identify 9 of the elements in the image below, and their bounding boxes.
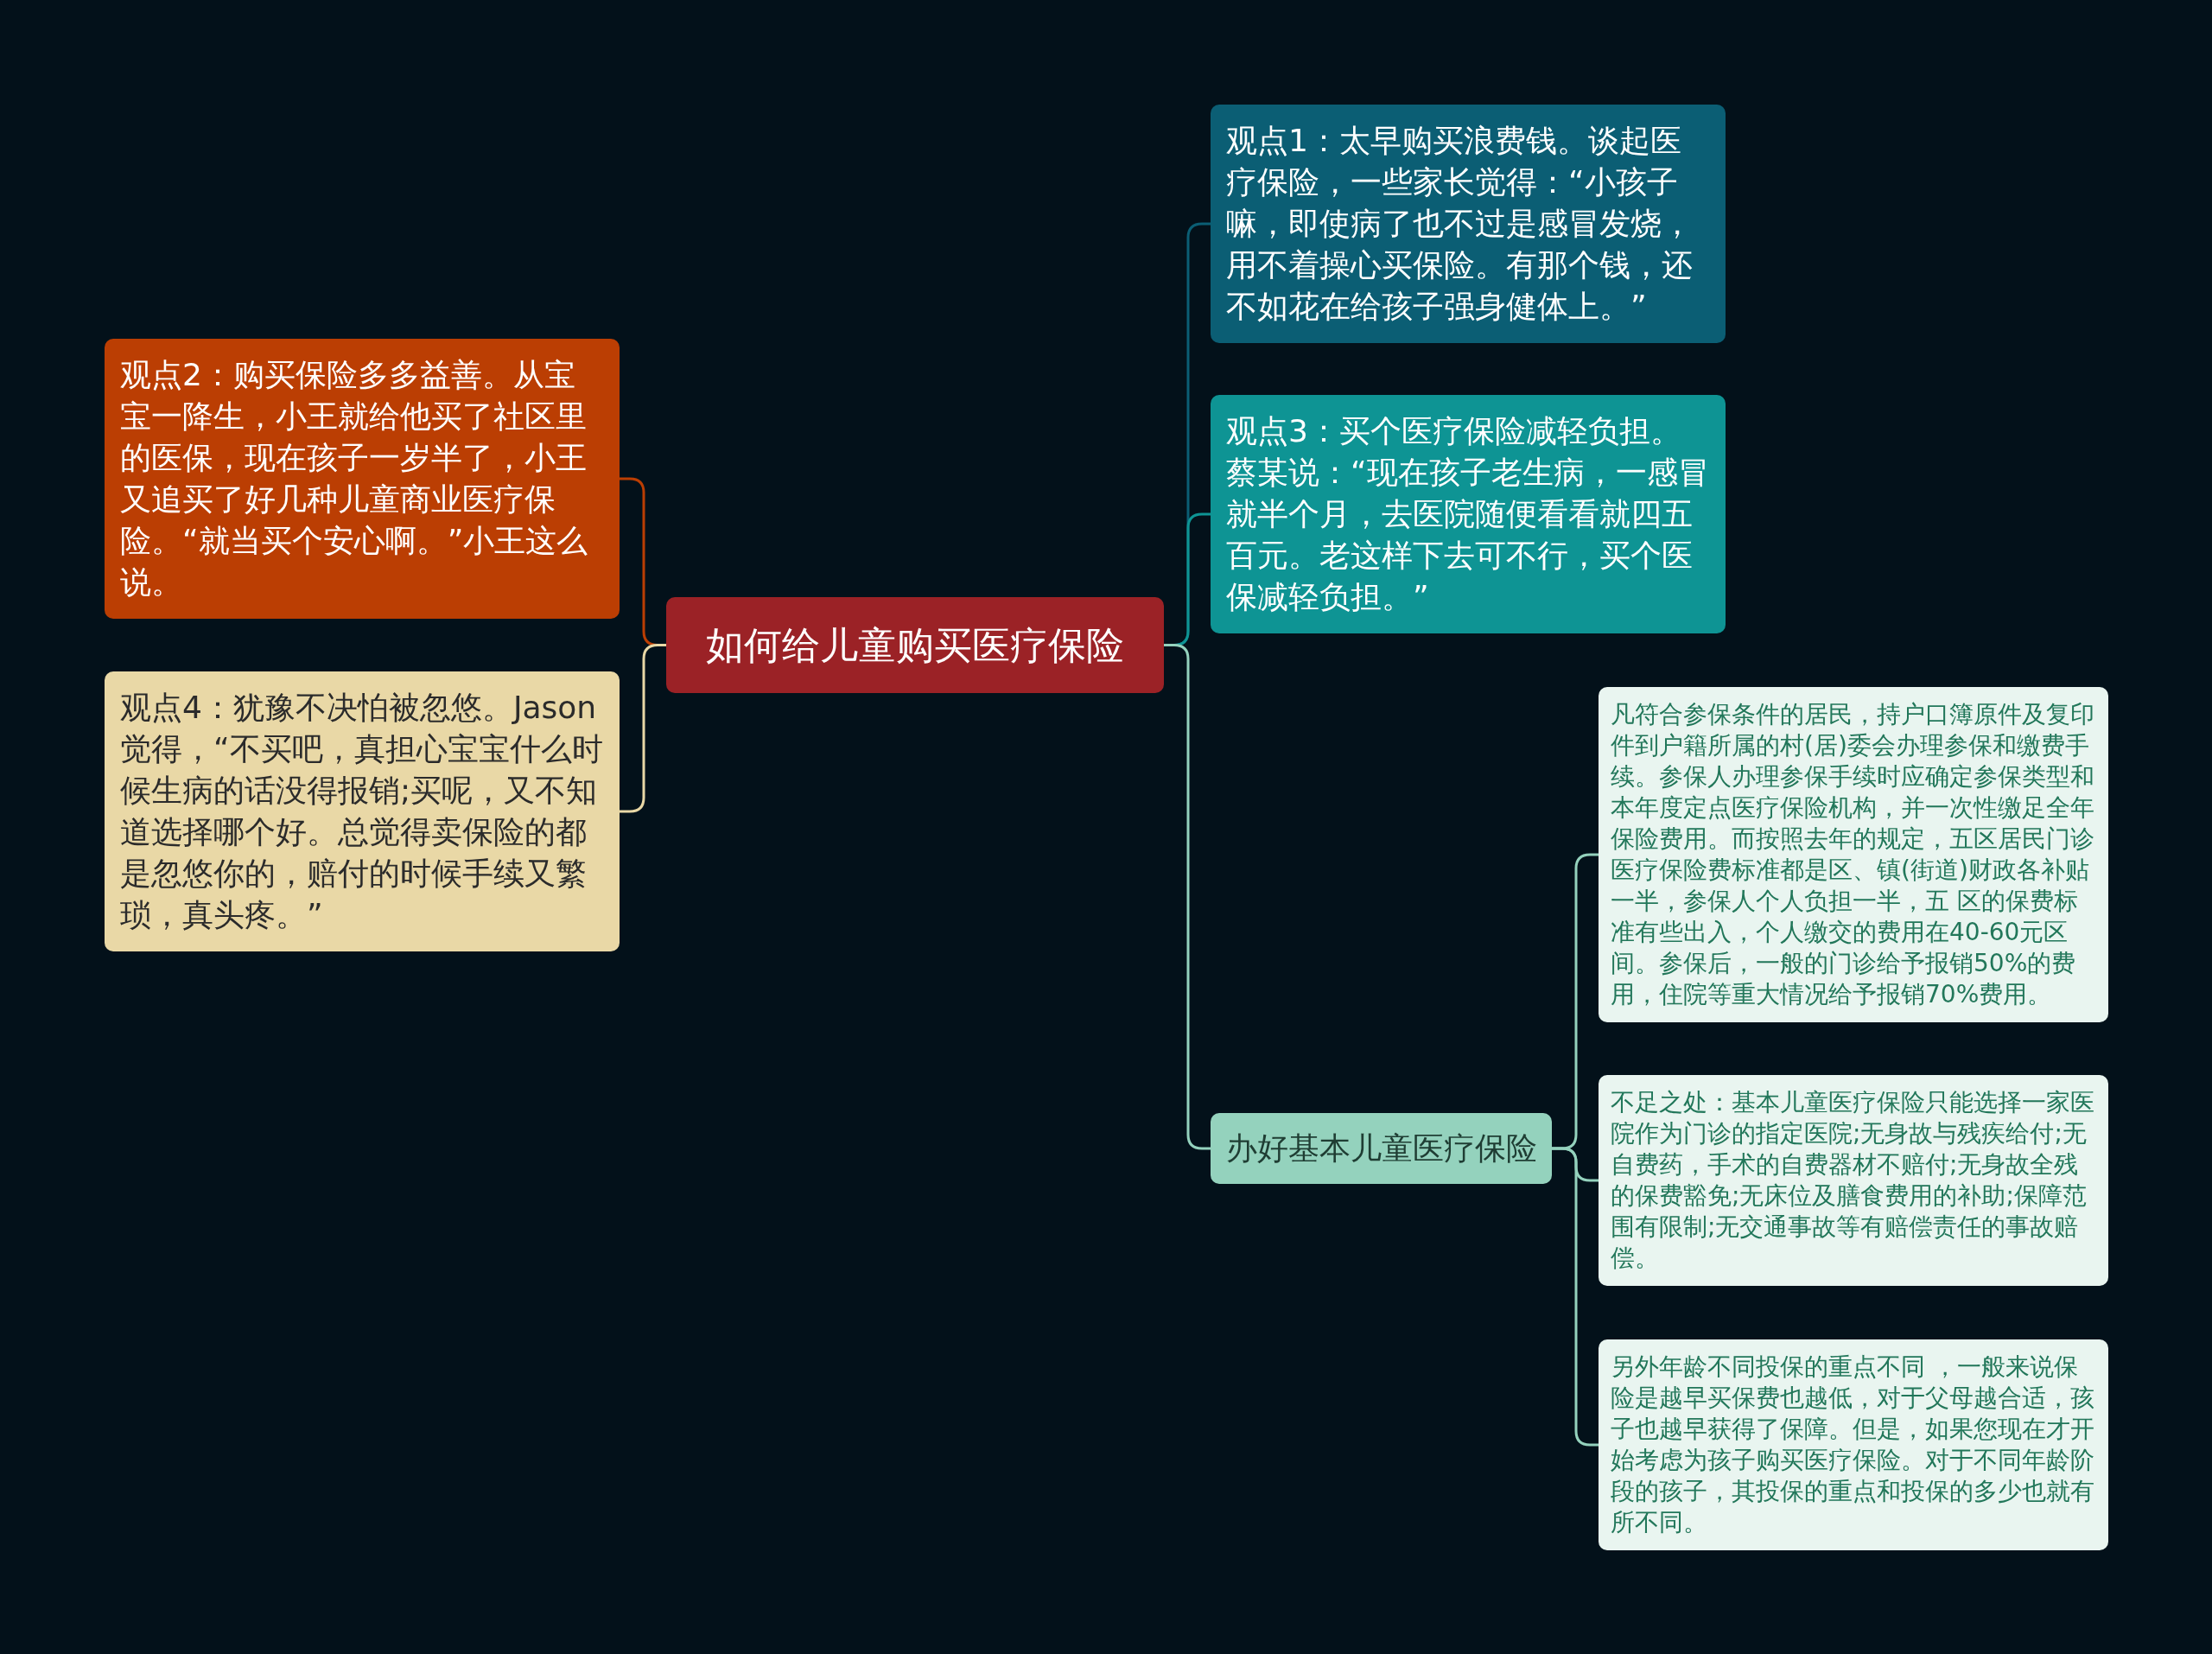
topic-box: 观点2：购买保险多多益善。从宝宝一降生，小王就给他买了社区里的医保，现在孩子一岁半了，小王又追买了好几种儿童商业医疗保险。“就当买个安心啊。”小王这么说。 <box>105 339 620 619</box>
topic-box: 观点3：买个医疗保险减轻负担。蔡某说：“现在孩子老生病，一感冒就半个月，去医院随便看看就四五百元。老这样下去可不行，买个医保减轻负担。” <box>1211 395 1726 633</box>
note-box: 另外年龄不同投保的重点不同 ，一般来说保险是越早买保费也越低，对于父母越合适，孩子也越早获得了保障。但是，如果您现在才开始考虑为孩子购买医疗保险。对于不同年龄阶段的孩子，其投保的重点和投保的多少也就有所不同。 <box>1599 1339 2108 1550</box>
topic-box: 观点4：犹豫不决怕被忽悠。Jason觉得，“不买吧，真担心宝宝什么时候生病的话没得报销;买呢，又不知道选择哪个好。总觉得卖保险的都是忽悠你的，赔付的时候手续又繁琐，真头疼。” <box>105 671 620 951</box>
note-box: 不足之处：基本儿童医疗保险只能选择一家医院作为门诊的指定医院;无身故与残疾给付;无自费药，手术的自费器材不赔付;无身故全残的保费豁免;无床位及膳食费用的补助;保障范围有限制;无交通事故等有赔偿责任的事故赔偿。 <box>1599 1075 2108 1286</box>
root-topic-box: 如何给儿童购买医疗保险 <box>666 597 1164 693</box>
note-box: 凡符合参保条件的居民，持户口簿原件及复印件到户籍所属的村(居)委会办理参保和缴费手续。参保人办理参保手续时应确定参保类型和本年度定点医疗保险机构，并一次性缴足全年保险费用。而按照去年的规定，五区居民门诊医疗保险费标准都是区、镇(街道)财政各补贴一半，参保人个人负担一半，五 区的保费标准有些出入，个人缴交的费用在40-60元区间。参保后，一般的门诊给予报销50%的费用，住院等重大情况给予报销70%费用。 <box>1599 687 2108 1022</box>
topic-box: 办好基本儿童医疗保险 <box>1211 1113 1552 1184</box>
topic-box: 观点1：太早购买浪费钱。谈起医疗保险，一些家长觉得：“小孩子嘛，即使病了也不过是感冒发烧，用不着操心买保险。有那个钱，还不如花在给孩子强身健体上。” <box>1211 105 1726 343</box>
